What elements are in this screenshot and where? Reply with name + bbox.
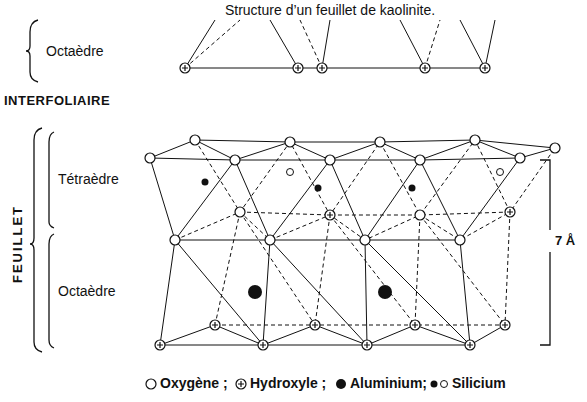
layer-label: Octaèdre <box>58 284 116 299</box>
figure-title: Structure d’un feuillet de kaolinite. <box>225 3 435 18</box>
layer-label: Tétraèdre <box>58 172 119 187</box>
layer-label: INTERFOLIAIRE <box>4 94 110 108</box>
layer-label: Octaèdre <box>46 44 104 59</box>
legend-text: Aluminium; <box>350 376 427 391</box>
octahedra-lines <box>160 212 510 345</box>
octahedra-lines <box>185 20 495 68</box>
tetrahedra-lines <box>150 140 555 240</box>
atoms <box>145 63 560 350</box>
layer-label: FEUILLET <box>11 205 25 283</box>
legend-text: Silicium <box>452 376 506 391</box>
legend-text: Hydroxyle ; <box>250 376 326 391</box>
bracket <box>26 20 550 352</box>
legend-text: Oxygène ; <box>160 376 228 391</box>
layer-label: 7 Å <box>555 234 575 248</box>
